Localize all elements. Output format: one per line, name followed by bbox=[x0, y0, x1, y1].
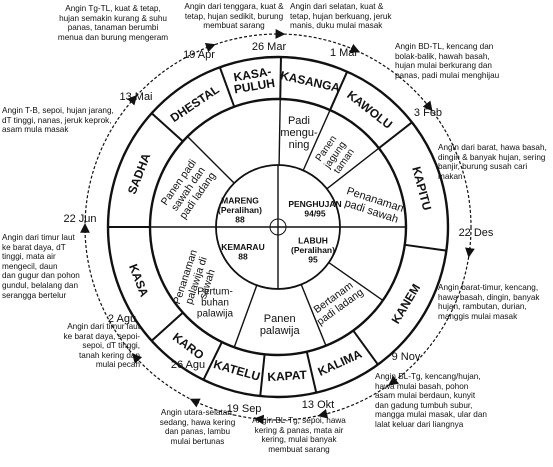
activity-panen-jagung: Panenjagungtaman bbox=[313, 133, 358, 177]
sector-label-kalima: KALIMA bbox=[316, 347, 365, 379]
activity-panen-padi: Panen padisawah danpadi ladang bbox=[158, 157, 218, 222]
date-label-19sep: 19 Sep bbox=[227, 403, 262, 415]
date-arrow bbox=[422, 100, 433, 112]
date-label-22jun: 22 Jun bbox=[63, 213, 96, 225]
date-arrow bbox=[127, 94, 138, 106]
date-arrow bbox=[388, 375, 400, 386]
date-arrow bbox=[189, 398, 201, 408]
note-right-mid: Angin dari barat, hawa basah,dingin & ba… bbox=[438, 143, 547, 181]
activity-bertanam-padi: Bertanampadi ladang bbox=[308, 277, 366, 328]
note-right-low: Angin barat-timur, kencang,hawa basah, d… bbox=[438, 283, 540, 321]
sector-dividers bbox=[108, 57, 447, 397]
date-label-13mai: 13 Mai bbox=[119, 91, 152, 103]
activity-divider bbox=[233, 285, 258, 348]
date-label-26agu: 26 Agu bbox=[171, 359, 205, 371]
season-labuh: LABUH(Peralihan)95 bbox=[291, 235, 335, 264]
sector-label-dhestal: DHESTAL bbox=[168, 82, 222, 125]
note-left-top: Angin T-B, sepoi, hujan jarang,dT tinggi… bbox=[2, 106, 114, 135]
date-label-1mar: 1 Mar bbox=[330, 47, 358, 59]
sector-divider bbox=[202, 341, 223, 381]
activity-divider bbox=[278, 99, 281, 166]
sector-label-kapitu: KAPITU bbox=[409, 165, 434, 212]
date-arrow bbox=[465, 247, 475, 258]
activity-divider bbox=[328, 261, 384, 301]
activity-divider bbox=[186, 135, 235, 184]
date-label-9nov: 9 Nov bbox=[392, 351, 421, 363]
note-bottom-right: Angin BL-Tg, kencang/hujan,hawa mulai ba… bbox=[375, 372, 487, 429]
date-labels: 22 Jun 2 Agu 26 Agu 19 Sep 13 Okt 9 Nov … bbox=[63, 41, 493, 415]
sector-label-kasa: KASA bbox=[126, 262, 151, 299]
date-arrow bbox=[131, 353, 143, 364]
season-mareng: MARENG(Peralihan)88 bbox=[218, 195, 262, 224]
sector-label-kasapuluh: KASA-PULUH bbox=[231, 64, 276, 96]
date-label-3feb: 3 Feb bbox=[414, 107, 442, 119]
sector-divider bbox=[259, 354, 266, 397]
sector-divider bbox=[329, 71, 349, 111]
activity-divider bbox=[300, 284, 327, 346]
date-arrow bbox=[204, 43, 216, 53]
note-top-mid: Angin dari tenggara, kuat &tetap, hujan … bbox=[184, 2, 284, 31]
sector-label-kanem: KANEM bbox=[389, 281, 424, 326]
note-top-right: Angin dari selatan, kuat &tetap, hujan b… bbox=[290, 2, 392, 31]
sector-label-kawolu: KAWOLU bbox=[344, 88, 395, 132]
sector-label-karo: KARO bbox=[170, 330, 207, 362]
date-label-2agu: 2 Agu bbox=[108, 313, 136, 325]
sector-divider bbox=[352, 329, 379, 366]
sector-label-kapat: KAPAT bbox=[267, 368, 308, 384]
sector-divider bbox=[218, 66, 236, 108]
sector-label-kasanga: KASANGA bbox=[279, 68, 342, 95]
activity-dividers bbox=[150, 99, 406, 348]
date-label-22des: 22 Des bbox=[459, 227, 494, 239]
date-label-13okt: 13 Okt bbox=[302, 399, 334, 411]
sector-divider bbox=[378, 121, 413, 149]
date-arrow bbox=[253, 414, 265, 425]
date-arrows bbox=[80, 29, 475, 425]
date-label-26mar: 26 Mar bbox=[252, 41, 287, 53]
note-top-left: Angin Tg-TL, kuat & tetap,hujan semakin … bbox=[57, 4, 169, 42]
season-dividers bbox=[216, 165, 340, 289]
sector-divider bbox=[305, 351, 318, 393]
sector-label-katelu: KATELU bbox=[212, 357, 262, 384]
activity-penanaman-padi: Penanamanpadi sawah bbox=[341, 185, 405, 226]
date-label-19apr: 19 Apr bbox=[183, 49, 215, 61]
activity-divider bbox=[302, 109, 331, 171]
date-arrow bbox=[317, 408, 329, 419]
activity-divider bbox=[326, 147, 380, 190]
date-arrow bbox=[349, 43, 361, 53]
sector-divider bbox=[279, 57, 282, 100]
sector-divider bbox=[404, 243, 447, 252]
sector-divider bbox=[150, 311, 184, 342]
sector-label-sadha: SADHA bbox=[125, 151, 153, 196]
sector-divider bbox=[150, 112, 184, 143]
